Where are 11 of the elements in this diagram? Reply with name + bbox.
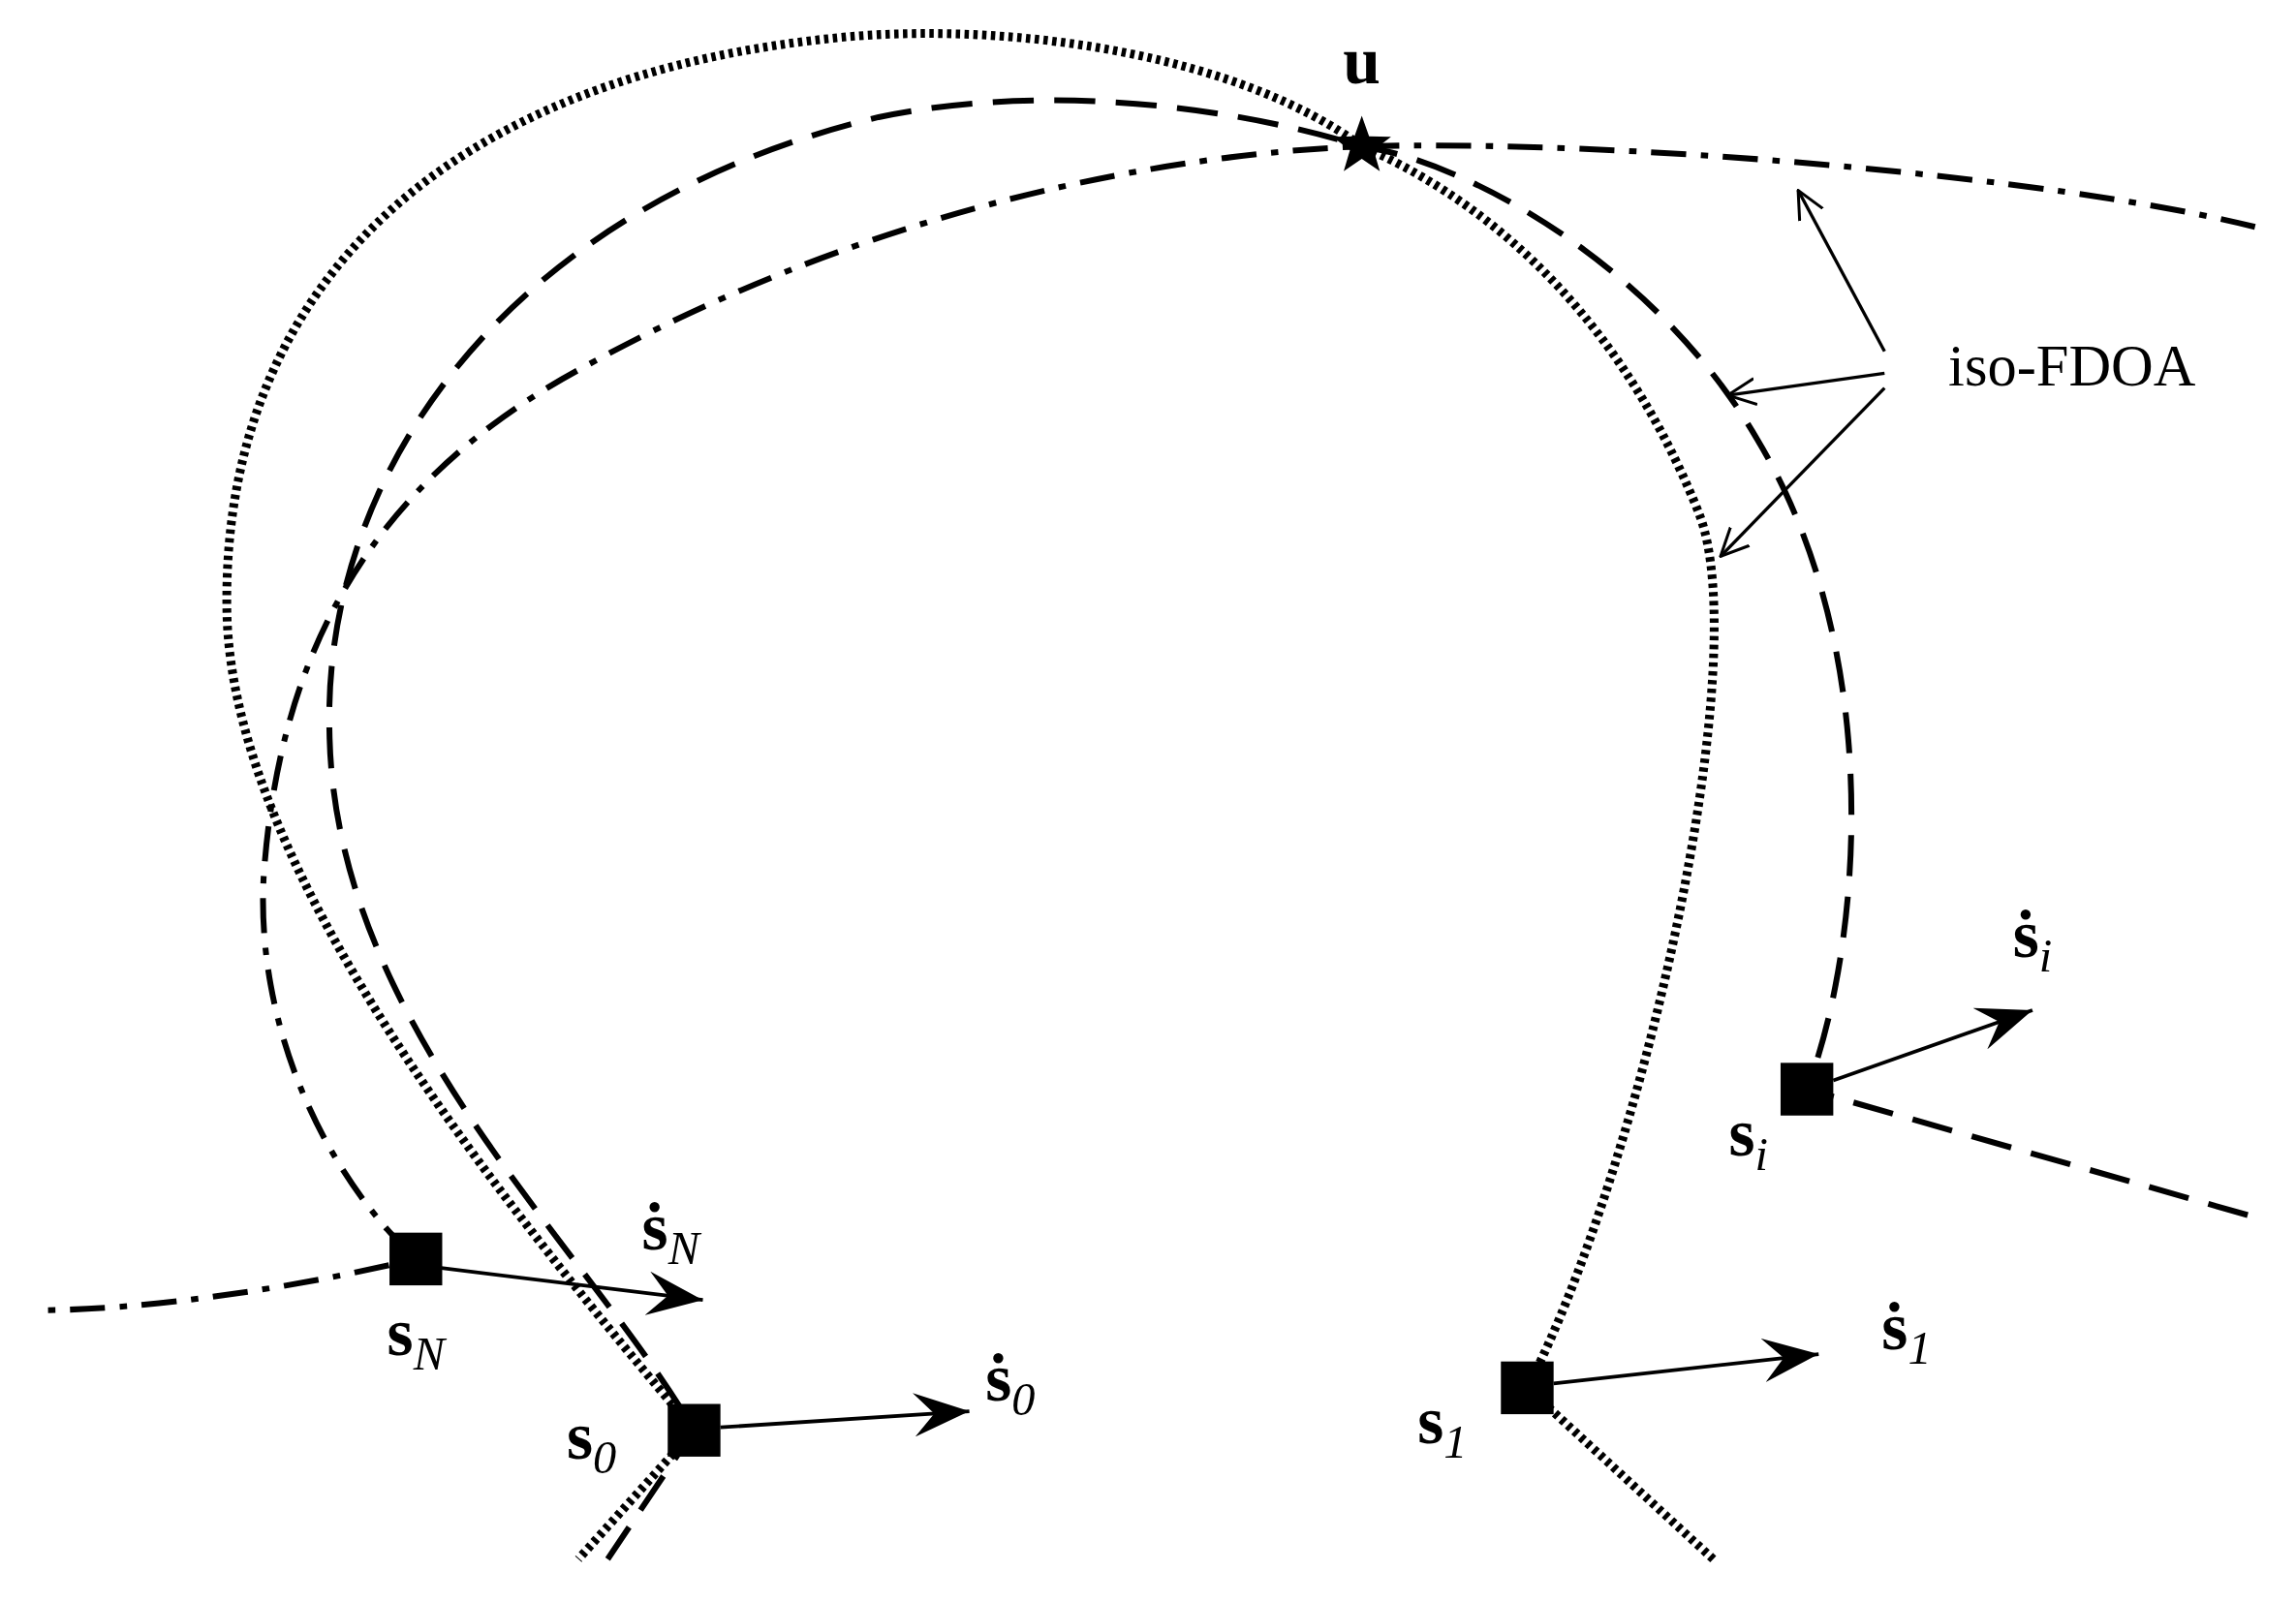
callout-text: iso-FDOA xyxy=(1948,336,2196,396)
point-label: s$_{i}$ xyxy=(1728,1099,1768,1178)
velocity-label: ṡ$_{0}$ xyxy=(985,1344,1036,1423)
point-label: u xyxy=(1343,27,1381,96)
point-label: s$_{0}$ xyxy=(567,1402,617,1481)
leader-line xyxy=(1796,189,1886,353)
leader-line xyxy=(1719,386,1886,558)
point-label: s$_{1}$ xyxy=(1417,1387,1468,1465)
velocity-label: ṡ$_{i}$ xyxy=(2012,901,2053,979)
leader-line xyxy=(1726,371,1885,407)
velocity-label: ṡ$_{1}$ xyxy=(1881,1293,1932,1371)
